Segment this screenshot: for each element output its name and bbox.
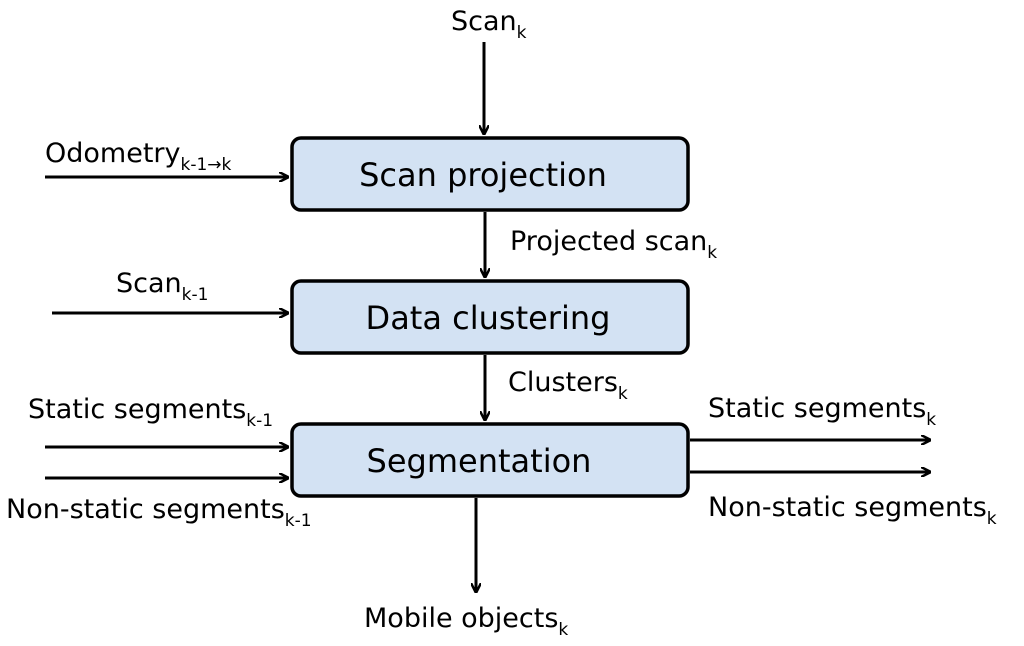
label-projected-scan: Projected scank [510,226,717,263]
segmentation-label: Segmentation [367,442,592,480]
label-static-segments-in: Static segmentsk-1 [28,394,273,431]
label-mobile-objects: Mobile objectsk [364,603,568,640]
label-nonstatic-segments-in: Non-static segmentsk-1 [6,494,312,531]
label-clusters: Clustersk [508,367,628,404]
scan-projection-label: Scan projection [359,156,607,194]
label-nonstatic-segments-out: Non-static segmentsk [708,492,997,529]
label-scan-k: Scank [451,6,527,43]
scan-projection-box: Scan projection [290,136,690,212]
label-odometry: Odometryk-1→k [45,138,232,175]
segmentation-box: Segmentation [290,422,690,498]
data-clustering-box: Data clustering [290,279,690,355]
label-scan-k-1: Scank-1 [116,268,208,305]
data-clustering-label: Data clustering [366,299,611,337]
label-static-segments-out: Static segmentsk [708,393,936,430]
